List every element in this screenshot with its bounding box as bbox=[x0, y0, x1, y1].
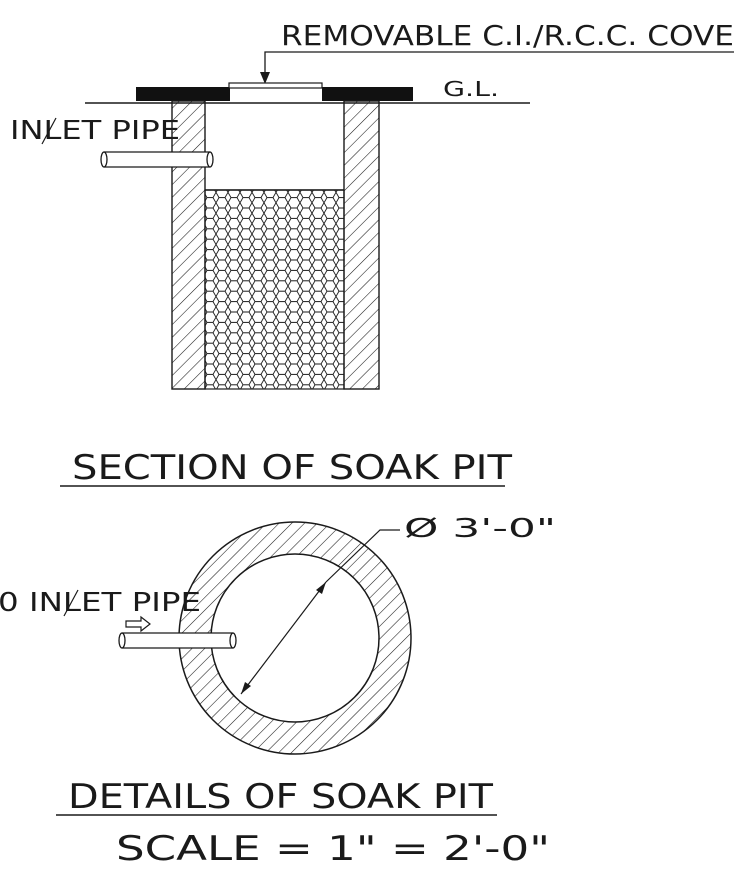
plan-view: Ø 3'-0" 0 INLET PIPE DETAILS OF SOAK PIT… bbox=[0, 514, 556, 869]
diameter-dimension-line bbox=[240, 581, 327, 695]
inlet-pipe-plan-label: 0 INLET PIPE bbox=[0, 588, 201, 618]
right-top-slab bbox=[322, 87, 413, 101]
scale-label: SCALE = 1" = 2'-0" bbox=[116, 829, 550, 869]
right-wall bbox=[343, 100, 380, 390]
aggregate-fill bbox=[204, 189, 345, 390]
inlet-label-strike-mark bbox=[41, 117, 57, 145]
section-title: SECTION OF SOAK PIT bbox=[72, 448, 512, 488]
left-top-slab bbox=[136, 87, 230, 101]
diameter-arrow-bottom bbox=[241, 682, 251, 694]
inlet-pipe-section bbox=[100, 151, 214, 168]
flow-arrow-icon bbox=[125, 615, 151, 633]
inlet-plan-strike-mark bbox=[63, 589, 79, 617]
removable-cover bbox=[228, 82, 323, 89]
diameter-label: Ø 3'-0" bbox=[404, 514, 556, 544]
inlet-pipe-section-label: INLET PIPE bbox=[10, 116, 180, 146]
cover-leader-line bbox=[264, 51, 734, 80]
ground-level-label: G.L. bbox=[443, 77, 499, 101]
inlet-pipe-plan bbox=[118, 632, 237, 649]
diameter-leader bbox=[325, 529, 400, 583]
cover-label: REMOVABLE C.I./R.C.C. COVE bbox=[281, 19, 734, 52]
cover-leader-arrow bbox=[260, 72, 270, 84]
details-title: DETAILS OF SOAK PIT bbox=[68, 777, 493, 817]
section-view: REMOVABLE C.I./R.C.C. COVE G.L. INLET PI… bbox=[10, 19, 734, 488]
diameter-arrow-top bbox=[316, 582, 326, 594]
